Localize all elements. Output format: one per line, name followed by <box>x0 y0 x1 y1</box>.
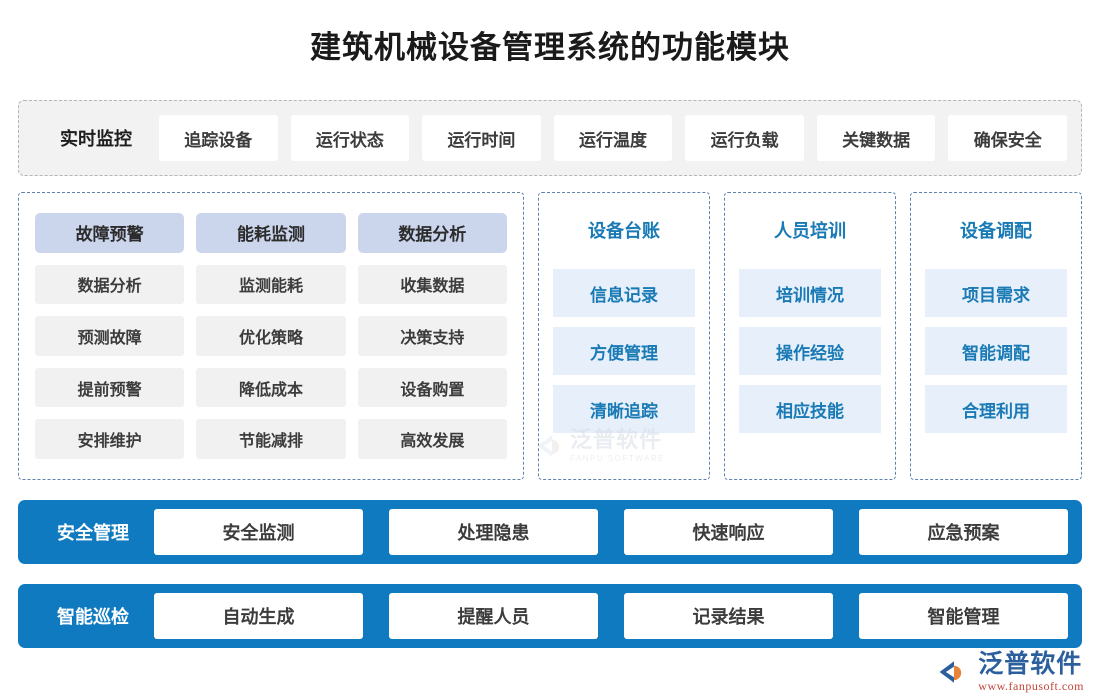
group-item[interactable]: 智能调配 <box>925 327 1067 375</box>
staff-training-group: 人员培训 培训情况 操作经验 相应技能 <box>724 192 896 480</box>
column-item[interactable]: 优化策略 <box>196 316 346 356</box>
smart-inspection-bar: 智能巡检 自动生成 提醒人员 记录结果 智能管理 <box>18 584 1082 648</box>
column-header[interactable]: 数据分析 <box>357 213 507 253</box>
bar-chip[interactable]: 快速响应 <box>624 509 833 555</box>
column-item[interactable]: 高效发展 <box>357 419 507 459</box>
realtime-chip[interactable]: 运行状态 <box>290 115 410 161</box>
column-header[interactable]: 能耗监测 <box>196 213 346 253</box>
safety-management-bar: 安全管理 安全监测 处理隐患 快速响应 应急预案 <box>18 500 1082 564</box>
bar-chip[interactable]: 安全监测 <box>154 509 363 555</box>
realtime-chip[interactable]: 关键数据 <box>816 115 936 161</box>
realtime-chip[interactable]: 运行时间 <box>422 115 541 161</box>
column-item[interactable]: 设备购置 <box>357 367 507 408</box>
column-item[interactable]: 监测能耗 <box>196 264 346 305</box>
page-title: 建筑机械设备管理系统的功能模块 <box>310 30 790 65</box>
group-item[interactable]: 合理利用 <box>925 385 1067 433</box>
brand-url: www.fanpusoft.com <box>978 679 1084 693</box>
column-fault-warning: 故障预警 数据分析 预测故障 提前预警 安排维护 <box>35 213 185 459</box>
bar-chip[interactable]: 提醒人员 <box>389 593 598 639</box>
column-data-analysis: 数据分析 收集数据 决策支持 设备购置 高效发展 <box>357 213 507 459</box>
bar-chip[interactable]: 应急预案 <box>859 509 1068 555</box>
fanpu-logo-icon <box>939 661 962 683</box>
group-item[interactable]: 相应技能 <box>739 385 881 433</box>
column-item[interactable]: 提前预警 <box>35 367 185 408</box>
realtime-monitoring-items: 追踪设备 运行状态 运行时间 运行温度 运行负载 关键数据 确保安全 <box>159 115 1068 161</box>
column-item[interactable]: 降低成本 <box>196 367 346 408</box>
group-item[interactable]: 清晰追踪 <box>553 385 695 433</box>
realtime-chip[interactable]: 运行温度 <box>553 115 673 161</box>
group-item[interactable]: 项目需求 <box>925 269 1067 317</box>
column-energy-monitoring: 能耗监测 监测能耗 优化策略 降低成本 节能减排 <box>196 213 346 459</box>
realtime-monitoring-band: 实时监控 追踪设备 运行状态 运行时间 运行温度 运行负载 关键数据 确保安全 <box>18 100 1082 176</box>
bar-chip[interactable]: 记录结果 <box>624 593 833 639</box>
realtime-chip[interactable]: 确保安全 <box>948 115 1068 161</box>
equipment-ledger-group: 设备台账 信息记录 方便管理 清晰追踪 <box>538 192 710 480</box>
column-item[interactable]: 收集数据 <box>357 264 507 305</box>
group-header[interactable]: 人员培训 <box>774 221 846 241</box>
bar-chip[interactable]: 智能管理 <box>859 593 1068 639</box>
group-header[interactable]: 设备台账 <box>588 221 660 241</box>
brand-logo: 泛普软件 www.fanpusoft.com <box>936 652 1084 692</box>
smart-inspection-label: 智能巡检 <box>57 607 129 627</box>
group-item[interactable]: 信息记录 <box>553 269 695 317</box>
bar-chip[interactable]: 自动生成 <box>154 593 363 639</box>
group-item[interactable]: 培训情况 <box>739 269 881 317</box>
brand-logo-text: 泛普软件 www.fanpusoft.com <box>978 650 1084 693</box>
group-item[interactable]: 方便管理 <box>553 327 695 375</box>
realtime-chip[interactable]: 运行负载 <box>685 115 804 161</box>
group-header[interactable]: 设备调配 <box>960 221 1032 241</box>
column-item[interactable]: 数据分析 <box>35 264 185 305</box>
middle-section: 故障预警 数据分析 预测故障 提前预警 安排维护 能耗监测 监测能耗 优化策略 … <box>18 192 1082 480</box>
column-header[interactable]: 故障预警 <box>35 213 185 253</box>
realtime-monitoring-label: 实时监控 <box>60 129 132 149</box>
group-item[interactable]: 操作经验 <box>739 327 881 375</box>
safety-management-label: 安全管理 <box>57 523 129 543</box>
smart-inspection-items: 自动生成 提醒人员 记录结果 智能管理 <box>154 593 1068 639</box>
column-item[interactable]: 节能减排 <box>196 419 346 459</box>
column-item[interactable]: 预测故障 <box>35 316 185 356</box>
realtime-chip[interactable]: 追踪设备 <box>159 115 278 161</box>
equipment-allocation-group: 设备调配 项目需求 智能调配 合理利用 <box>910 192 1082 480</box>
analysis-group: 故障预警 数据分析 预测故障 提前预警 安排维护 能耗监测 监测能耗 优化策略 … <box>18 192 524 480</box>
column-item[interactable]: 决策支持 <box>357 316 507 356</box>
column-item[interactable]: 安排维护 <box>35 419 185 459</box>
safety-management-items: 安全监测 处理隐患 快速响应 应急预案 <box>154 509 1068 555</box>
brand-name: 泛普软件 <box>978 650 1083 678</box>
bar-chip[interactable]: 处理隐患 <box>389 509 598 555</box>
